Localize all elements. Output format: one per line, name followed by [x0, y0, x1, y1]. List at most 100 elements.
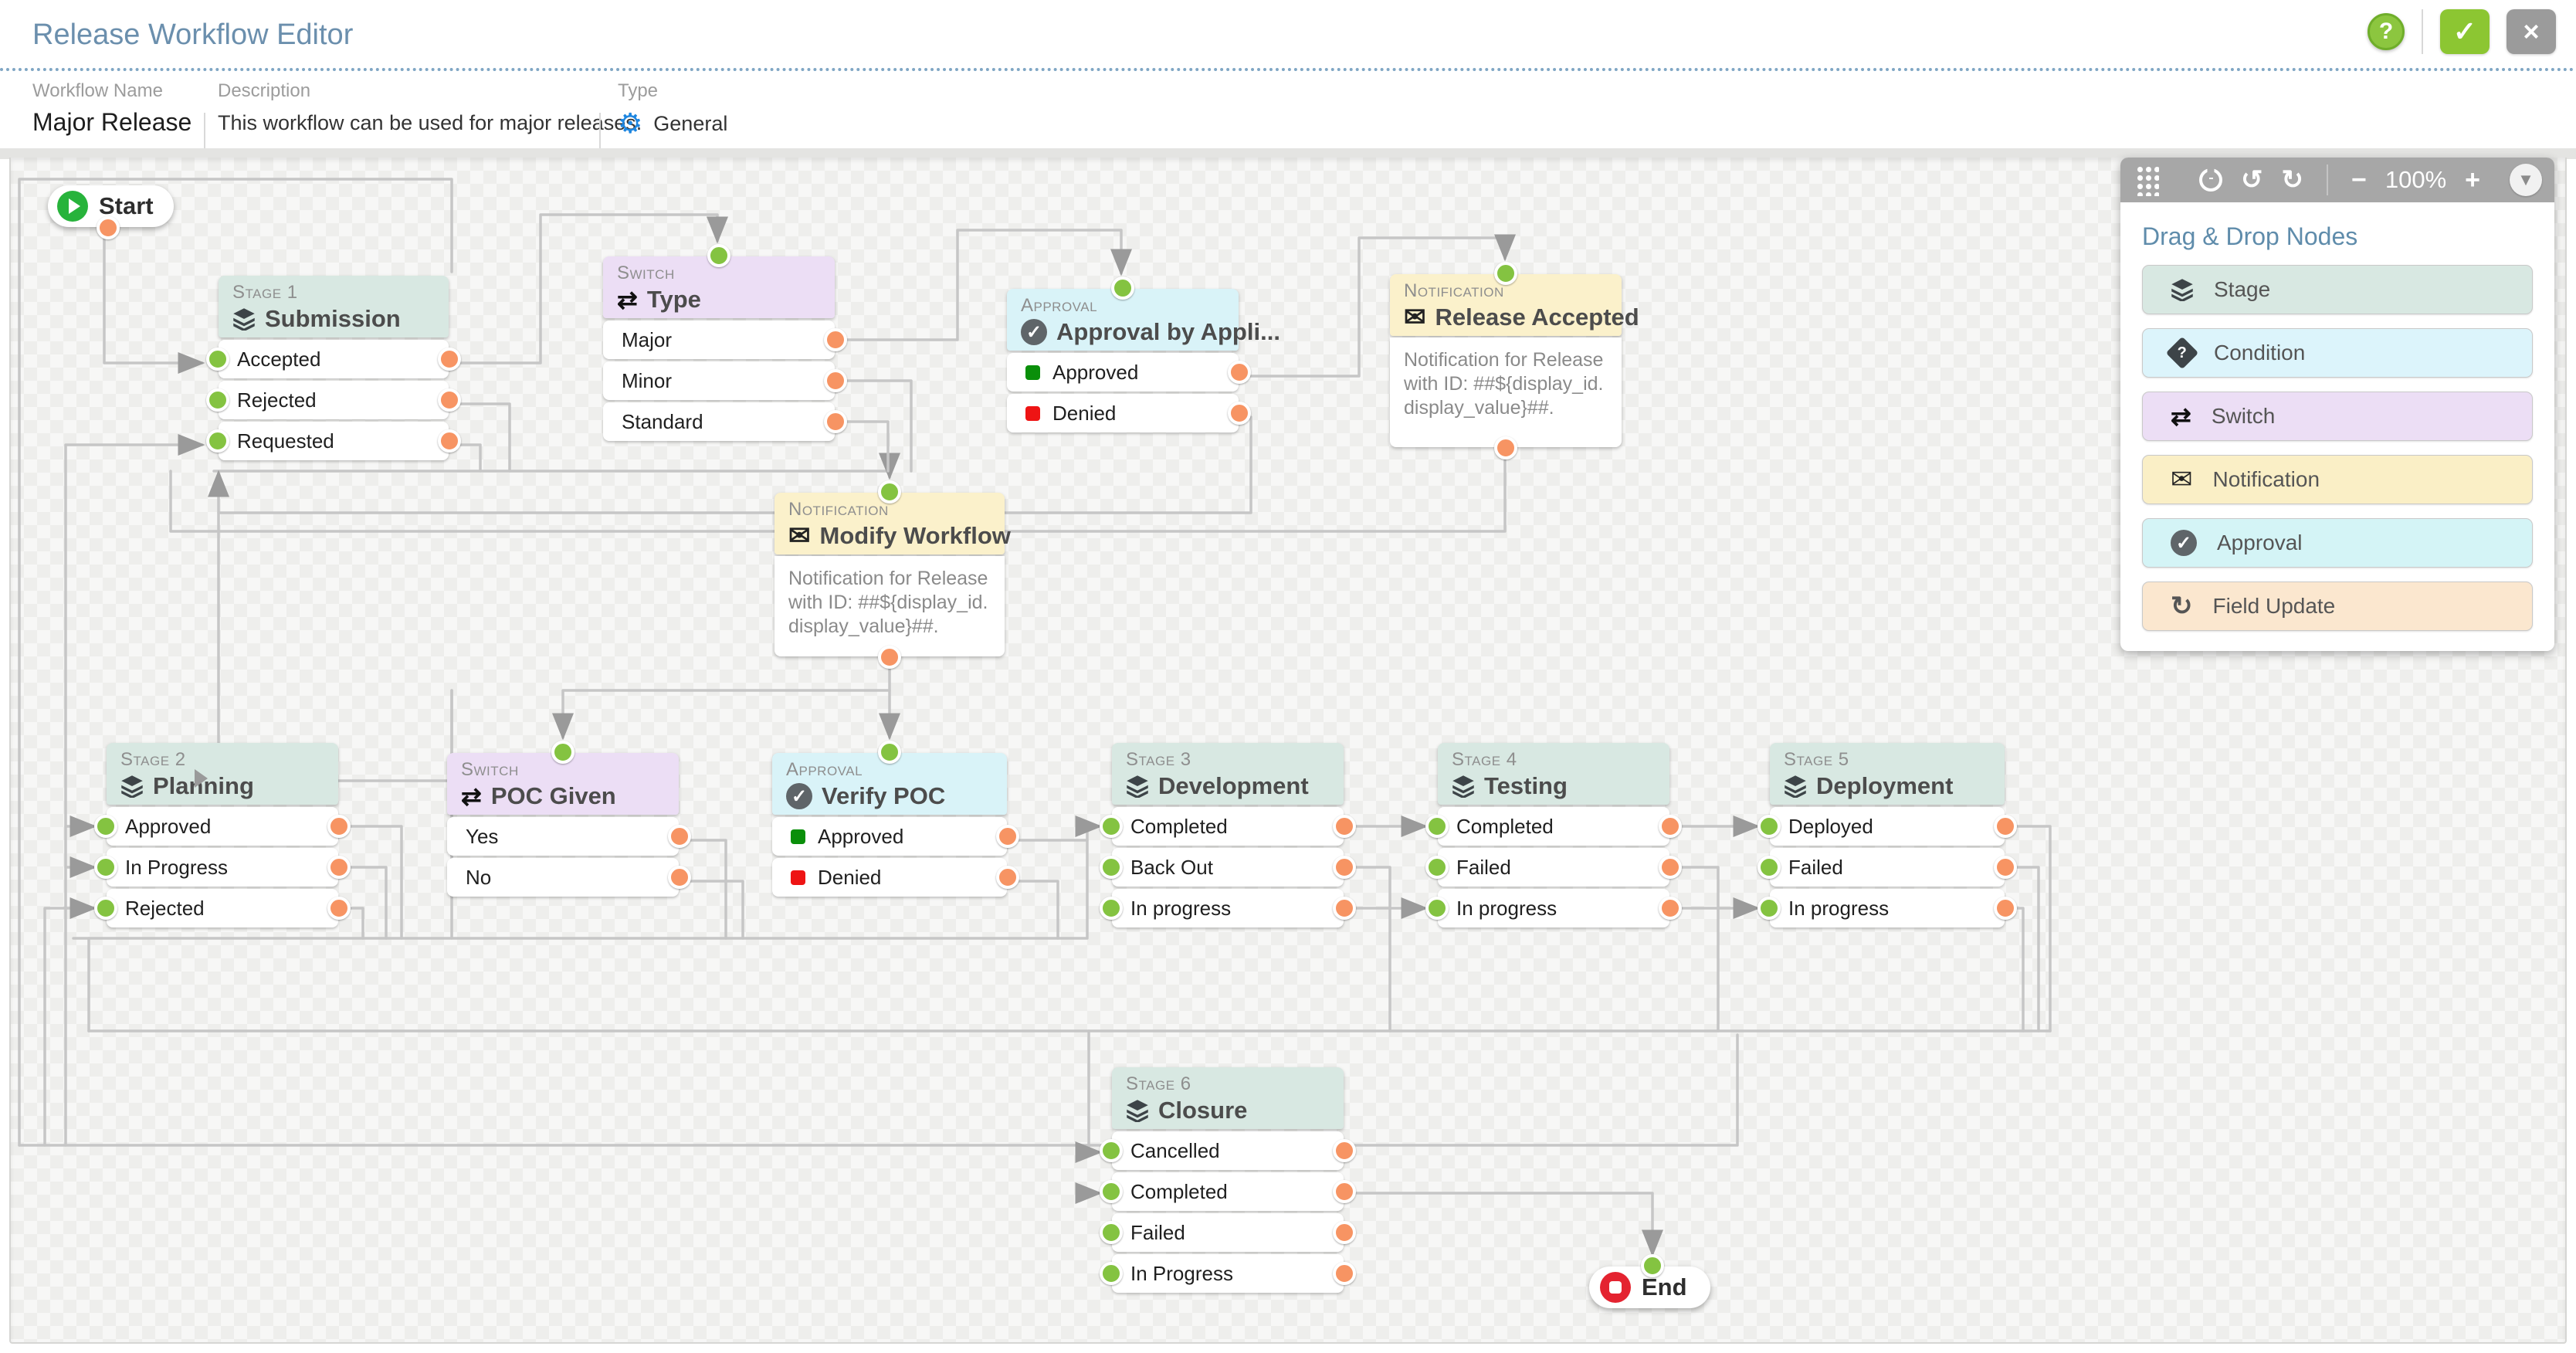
node-row[interactable]: Rejected	[206, 381, 461, 419]
input-port[interactable]	[206, 348, 229, 371]
output-port[interactable]	[1333, 815, 1356, 838]
help-icon[interactable]: ?	[2368, 13, 2405, 50]
output-port[interactable]	[1333, 897, 1356, 920]
node-row[interactable]: In Progress	[1100, 1254, 1356, 1293]
output-port[interactable]	[1228, 361, 1251, 384]
input-port[interactable]	[1641, 1254, 1664, 1277]
input-port[interactable]	[1100, 815, 1123, 838]
node-row[interactable]: Yes	[447, 817, 691, 856]
palette-item-approval[interactable]: ✓ Approval	[2142, 518, 2533, 568]
node-header[interactable]: Notification ✉ Release Accepted	[1390, 262, 1639, 336]
output-port[interactable]	[97, 216, 120, 239]
node-row[interactable]: No	[447, 858, 691, 897]
output-port[interactable]	[327, 897, 351, 920]
input-port[interactable]	[878, 480, 901, 504]
start-node[interactable]: Start	[48, 185, 174, 239]
node-notification-release-accepted[interactable]: Notification ✉ Release Accepted Notifica…	[1390, 262, 1639, 459]
description-value[interactable]: This workflow can be used for major rele…	[218, 111, 642, 134]
zoom-in-icon[interactable]: +	[2465, 165, 2480, 195]
node-row[interactable]: Failed	[1100, 1213, 1356, 1252]
palette-item-stage[interactable]: Stage	[2142, 265, 2533, 314]
output-port[interactable]	[1333, 1180, 1356, 1203]
input-port[interactable]	[551, 741, 575, 764]
output-port[interactable]	[878, 646, 901, 669]
input-port[interactable]	[1100, 1262, 1123, 1285]
node-header[interactable]: Stage 3 Development	[1112, 743, 1344, 805]
output-port[interactable]	[668, 825, 691, 848]
node-row[interactable]: In Progress	[94, 848, 351, 887]
node-stage-1-submission[interactable]: Stage 1 Submission Accepted Rejected Req…	[206, 276, 461, 460]
node-row[interactable]: Completed	[1100, 807, 1356, 846]
save-button[interactable]: ✓	[2440, 9, 2490, 54]
node-header[interactable]: Switch ⇄ POC Given	[447, 741, 679, 815]
node-switch-poc-given[interactable]: Switch ⇄ POC Given Yes No	[447, 741, 691, 897]
output-port[interactable]	[1994, 815, 2017, 838]
output-port[interactable]	[996, 866, 1019, 889]
input-port[interactable]	[206, 388, 229, 412]
node-notification-modify-workflow[interactable]: Notification ✉ Modify Workflow Notificat…	[774, 480, 1011, 669]
node-stage-4-testing[interactable]: Stage 4 Testing Completed Failed In prog…	[1425, 743, 1682, 927]
node-stage-6-closure[interactable]: Stage 6 Closure Cancelled Completed Fail…	[1100, 1067, 1356, 1293]
node-row[interactable]: Major	[603, 320, 847, 359]
drag-handle-icon[interactable]	[2136, 164, 2159, 196]
output-port[interactable]	[438, 388, 461, 412]
output-port[interactable]	[1994, 856, 2017, 879]
collapse-panel-icon[interactable]: ▼	[2510, 164, 2542, 196]
node-row[interactable]: Cancelled	[1100, 1131, 1356, 1170]
input-port[interactable]	[1100, 1180, 1123, 1203]
node-row[interactable]: Denied	[1007, 394, 1251, 432]
output-port[interactable]	[1228, 402, 1251, 425]
node-row[interactable]: Minor	[603, 361, 847, 400]
output-port[interactable]	[1333, 1139, 1356, 1162]
output-port[interactable]	[824, 328, 847, 351]
output-port[interactable]	[438, 348, 461, 371]
node-row[interactable]: In progress	[1100, 889, 1356, 927]
node-row[interactable]: Approved	[772, 817, 1019, 856]
node-header[interactable]: Approval ✓ Verify POC	[772, 741, 1007, 815]
output-port[interactable]	[1659, 897, 1682, 920]
input-port[interactable]	[1425, 815, 1449, 838]
input-port[interactable]	[1100, 856, 1123, 879]
node-row[interactable]: Back Out	[1100, 848, 1356, 887]
input-port[interactable]	[1425, 856, 1449, 879]
output-port[interactable]	[824, 369, 847, 392]
node-row[interactable]: Denied	[772, 858, 1019, 897]
node-row[interactable]: Completed	[1425, 807, 1682, 846]
close-button[interactable]: ×	[2507, 9, 2556, 54]
output-port[interactable]	[1333, 856, 1356, 879]
node-row[interactable]: Accepted	[206, 340, 461, 378]
power-icon[interactable]	[2198, 168, 2222, 192]
output-port[interactable]	[1333, 1221, 1356, 1244]
node-row[interactable]: Deployed	[1757, 807, 2017, 846]
output-port[interactable]	[824, 410, 847, 433]
palette-item-condition[interactable]: ? Condition	[2142, 328, 2533, 378]
node-row[interactable]: Failed	[1757, 848, 2017, 887]
node-row[interactable]: Requested	[206, 422, 461, 460]
input-port[interactable]	[94, 897, 117, 920]
input-port[interactable]	[94, 856, 117, 879]
input-port[interactable]	[1757, 815, 1781, 838]
input-port[interactable]	[1757, 856, 1781, 879]
node-stage-3-development[interactable]: Stage 3 Development Completed Back Out I…	[1100, 743, 1356, 927]
input-port[interactable]	[1425, 897, 1449, 920]
output-port[interactable]	[1494, 436, 1517, 459]
output-port[interactable]	[327, 815, 351, 838]
node-header[interactable]: Switch ⇄ Type	[603, 244, 835, 318]
node-row[interactable]: Failed	[1425, 848, 1682, 887]
node-header[interactable]: Stage 2 Planning	[107, 743, 338, 805]
input-port[interactable]	[1757, 897, 1781, 920]
end-node[interactable]: End	[1589, 1254, 1710, 1308]
input-port[interactable]	[1100, 1139, 1123, 1162]
node-row[interactable]: Standard	[603, 402, 847, 441]
node-header[interactable]: Stage 6 Closure	[1112, 1067, 1344, 1129]
input-port[interactable]	[878, 741, 901, 764]
undo-icon[interactable]: ↺	[2240, 165, 2263, 195]
output-port[interactable]	[1994, 897, 2017, 920]
node-stage-2-planning[interactable]: Stage 2 Planning Approved In Progress Re…	[94, 743, 351, 927]
node-row[interactable]: Completed	[1100, 1172, 1356, 1211]
node-row[interactable]: Approved	[94, 807, 351, 846]
palette-item-field-update[interactable]: ↻ Field Update	[2142, 582, 2533, 631]
output-port[interactable]	[996, 825, 1019, 848]
input-port[interactable]	[1100, 1221, 1123, 1244]
zoom-out-icon[interactable]: −	[2351, 165, 2367, 195]
